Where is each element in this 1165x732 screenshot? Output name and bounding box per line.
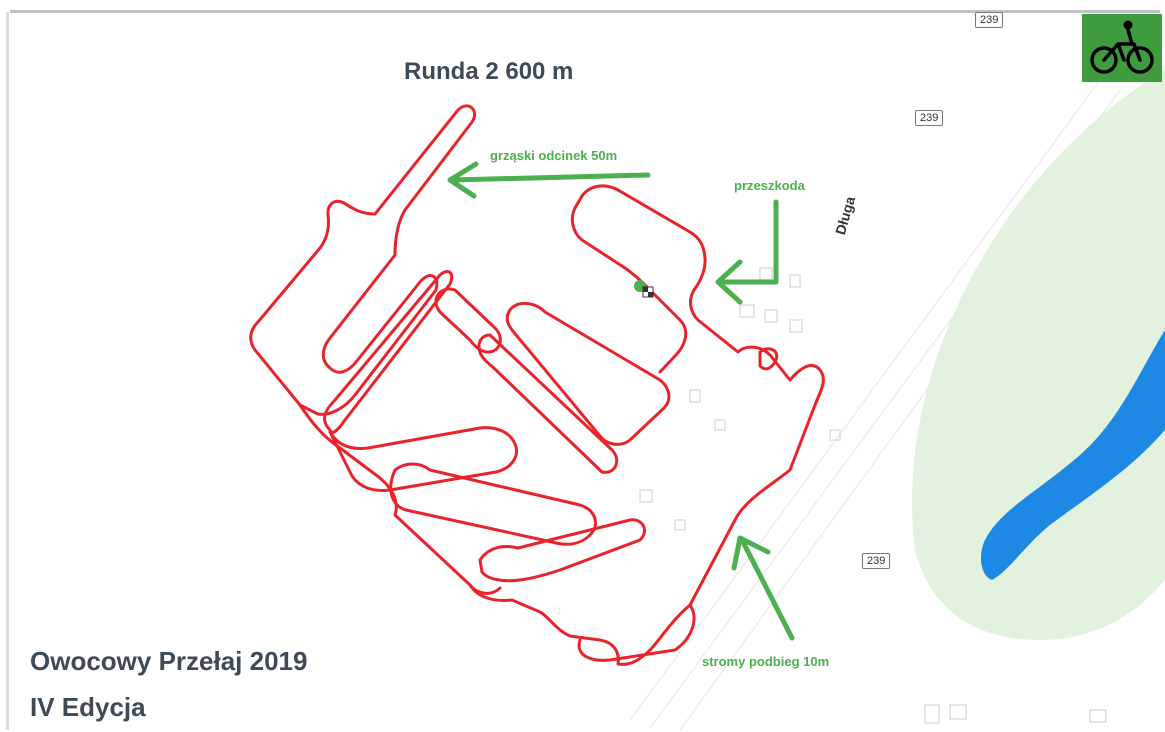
arrow-steep-climb bbox=[739, 537, 795, 641]
event-title: Owocowy Przełaj 2019 bbox=[30, 646, 308, 676]
river bbox=[980, 330, 1165, 580]
map-frame-top bbox=[10, 10, 1160, 13]
road-lines bbox=[629, 79, 1131, 731]
road-number-badge: 239 bbox=[915, 110, 944, 126]
annotation-steep-climb: stromy podbieg 10m bbox=[702, 654, 830, 669]
annotation-obstacle: przeszkoda bbox=[734, 178, 805, 193]
arrow-obstacle bbox=[719, 199, 779, 285]
bicycle-icon bbox=[1082, 14, 1162, 82]
annotation-muddy-section: grząski odcinek 50m bbox=[490, 148, 618, 163]
race-route bbox=[249, 104, 825, 666]
park-area bbox=[912, 70, 1165, 640]
annotation-arrows bbox=[447, 161, 795, 641]
arrow-muddy-section bbox=[449, 172, 651, 183]
event-edition: IV Edycja bbox=[30, 692, 146, 722]
road-number-badge: 239 bbox=[975, 12, 1004, 28]
map-frame-left bbox=[6, 12, 9, 730]
round-title: Runda 2 600 m bbox=[404, 58, 574, 85]
checkered-flag-icon bbox=[634, 280, 654, 298]
road-number-badge: 239 bbox=[862, 553, 891, 569]
